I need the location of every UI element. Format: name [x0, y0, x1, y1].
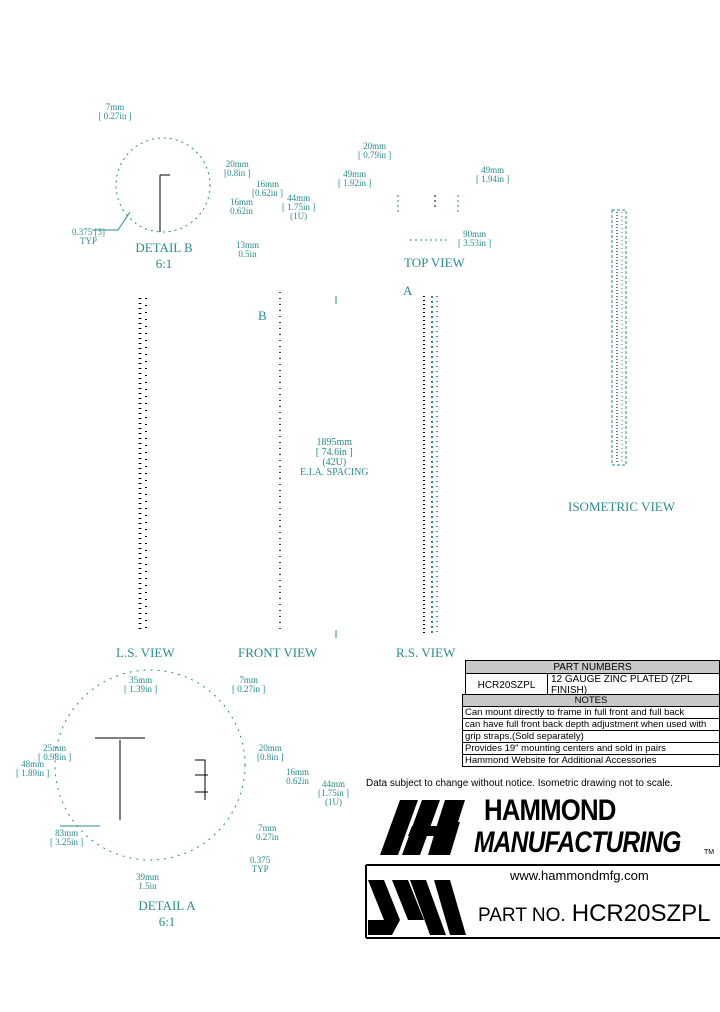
dim-tv-49: 49mm[ 1.92in ]: [338, 169, 372, 188]
website-link[interactable]: www.hammondmfg.com: [510, 868, 649, 883]
note-line: grip straps.(Sold separately): [462, 731, 720, 743]
brand-name-line1: HAMMOND: [484, 794, 616, 827]
brand-name-line2: MANUFACTURING: [474, 826, 681, 859]
part-no-prefix: PART NO.: [478, 905, 566, 926]
rs-view-rail: [423, 296, 438, 636]
dim-da-83: 83mm[ 3.25in ]: [50, 828, 84, 847]
front-view-title: FRONT VIEW: [238, 645, 318, 660]
part-no-label: PART NO. HCR20SZPL: [478, 900, 710, 928]
ls-view-title: L.S. VIEW: [116, 645, 175, 660]
front-view-rail: [279, 292, 337, 638]
notes-header: NOTES: [462, 694, 720, 707]
dim-da-48: 48mm[ 1.89in ]: [16, 759, 50, 778]
dim-db-44: 44mm[ 1.75in ](1U): [282, 193, 316, 221]
trademark: TM: [704, 849, 715, 856]
ls-view-rail: [138, 298, 147, 632]
dim-da-44: 44mm[1.75in ](1U): [318, 779, 349, 807]
dim-tv-49b: 49mm[ 1.94in ]: [476, 165, 510, 184]
dim-db-top: 7mm[ 0.27in ]: [98, 102, 132, 121]
marker-a: A: [403, 283, 413, 298]
dim-da-20: 20mm[0.8in ]: [257, 743, 284, 762]
dim-db-typ: 0.375 [3]TYP: [72, 227, 105, 246]
dim-da-7: 7mm[ 0.27in ]: [232, 675, 266, 694]
notes-box: NOTES Can mount directly to frame in ful…: [462, 694, 720, 767]
dim-da-25: 25mm[ 0.98in ]: [38, 743, 72, 762]
part-numbers-header: PART NUMBERS: [465, 660, 720, 674]
dim-tv-20: 20mm[ 0.79in ]: [358, 141, 392, 160]
top-view-title: TOP VIEW: [404, 255, 465, 270]
detail-b-circle: [115, 137, 211, 233]
marker-b: B: [258, 308, 267, 323]
detail-a-crosshair: [95, 737, 145, 820]
dim-db-16: 16mm[0.62in ]: [252, 179, 283, 198]
note-line: can have full front back depth adjustmen…: [462, 719, 720, 731]
dim-da-35: 35mm[ 1.39in ]: [124, 675, 158, 694]
note-line: Can mount directly to frame in full fron…: [462, 707, 720, 719]
dim-db-20: 20mm[0.8in ]: [224, 159, 251, 178]
detail-b-profile: [159, 174, 170, 232]
part-numbers-table: PART NUMBERS HCR20SZPL 12 GAUGE ZINC PLA…: [465, 660, 720, 697]
detail-a-circle: [54, 669, 246, 861]
top-view-shape: [397, 195, 459, 241]
disclaimer: Data subject to change without notice. I…: [366, 778, 673, 789]
rs-view-title: R.S. VIEW: [396, 645, 456, 660]
isometric-rail: [611, 209, 627, 466]
note-line: Hammond Website for Additional Accessori…: [462, 755, 720, 767]
dim-tv-90: 90mm[ 3.53in ]: [458, 229, 492, 248]
part-number-cell: HCR20SZPL: [465, 673, 548, 697]
dim-front-span: 1895mm[ 74.6in ] (42U)E.I.A. SPACING: [300, 437, 369, 478]
part-no-value: HCR20SZPL: [571, 900, 711, 927]
note-line: Provides 19" mounting centers and sold i…: [462, 743, 720, 755]
isometric-view-title: ISOMETRIC VIEW: [568, 499, 676, 514]
